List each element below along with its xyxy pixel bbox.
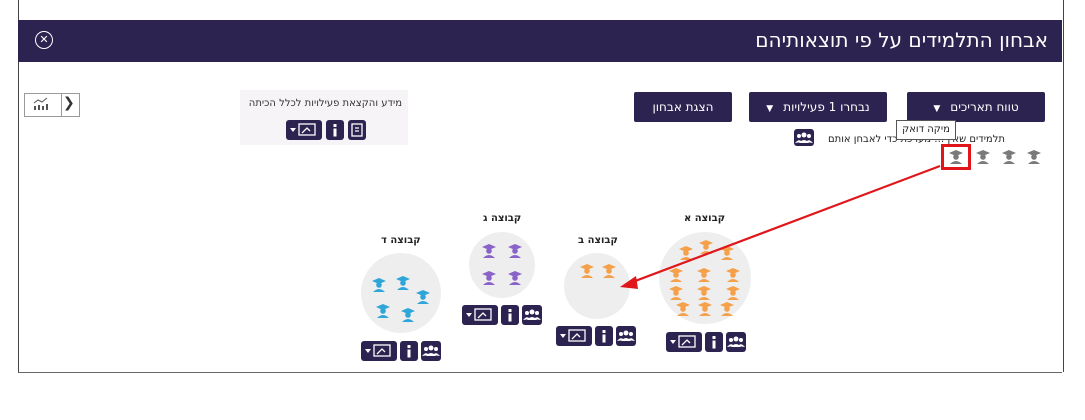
report-icon: [351, 123, 363, 137]
info-icon: [333, 124, 337, 137]
users-icon: [617, 330, 635, 341]
group-b-circle[interactable]: [564, 253, 630, 319]
group-a-title: קבוצה א: [684, 213, 726, 224]
group-c-title: קבוצה ג: [483, 213, 522, 224]
group-d-title: קבוצה ד: [381, 235, 421, 246]
assign-icon: [466, 308, 492, 321]
users-icon: [523, 309, 541, 320]
group-b-info-button[interactable]: [595, 326, 613, 346]
activities-dropdown[interactable]: נבחרו 1 פעילויות▼: [749, 92, 887, 122]
info-icon: [407, 345, 411, 358]
group-a-info-button[interactable]: [705, 332, 723, 352]
side-panel-toggle[interactable]: ❯: [24, 93, 80, 117]
class-info-label: מידע והקצאת פעילויות לכלל הכיתה: [248, 98, 402, 109]
group-c-students: [482, 244, 522, 285]
group-a-users-button[interactable]: [726, 332, 746, 352]
dialog-header: ✕ אבחון התלמידים על פי תוצאותיהם: [18, 20, 1062, 62]
caret-down-icon: ▼: [933, 104, 941, 114]
page-title: אבחון התלמידים על פי תוצאותיהם: [755, 28, 1048, 52]
show-diagnosis-button[interactable]: הצגת אבחון: [634, 92, 732, 122]
group-d-assign-button[interactable]: [361, 341, 397, 361]
group-b-students: [580, 264, 616, 278]
group-c-circle[interactable]: [469, 232, 535, 298]
arrow-head: [620, 276, 638, 289]
assign-icon: [670, 335, 696, 348]
caret-down-icon: ▼: [766, 104, 774, 114]
group-c-assign-button[interactable]: [462, 305, 498, 325]
group-d-students: [372, 276, 430, 322]
close-icon[interactable]: ✕: [35, 31, 53, 49]
group-c-users-button[interactable]: [522, 305, 542, 325]
users-icon: [795, 132, 813, 143]
chevron-right-icon: ❯: [63, 95, 75, 111]
users-icon: [422, 345, 440, 356]
info-button[interactable]: [326, 120, 344, 140]
group-a-students: [669, 240, 740, 316]
group-c-info-button[interactable]: [501, 305, 519, 325]
chart-icon: [25, 94, 62, 116]
annotation-arrow: [629, 164, 941, 285]
assign-icon: [365, 344, 391, 357]
student-tooltip: מיקה דואק: [896, 120, 956, 140]
group-b-assign-button[interactable]: [556, 326, 592, 346]
info-icon: [712, 336, 716, 349]
class-info-panel: מידע והקצאת פעילויות לכלל הכיתה: [240, 90, 408, 145]
users-icon: [727, 336, 745, 347]
date-range-dropdown[interactable]: טווח תאריכים▼: [907, 92, 1045, 122]
group-d-users-button[interactable]: [421, 341, 441, 361]
highlight-box: [941, 144, 971, 170]
group-users-button[interactable]: [794, 129, 814, 146]
info-icon: [602, 330, 606, 343]
info-icon: [508, 309, 512, 322]
assign-icon: [290, 123, 316, 136]
group-b-users-button[interactable]: [616, 326, 636, 346]
group-d-info-button[interactable]: [400, 341, 418, 361]
group-b-title: קבוצה ב: [578, 235, 618, 246]
group-a-assign-button[interactable]: [666, 332, 702, 352]
report-button[interactable]: [348, 120, 366, 140]
assign-icon: [560, 329, 586, 342]
assign-activity-button[interactable]: [286, 120, 322, 140]
dialog-bottom-border: [18, 372, 1062, 373]
